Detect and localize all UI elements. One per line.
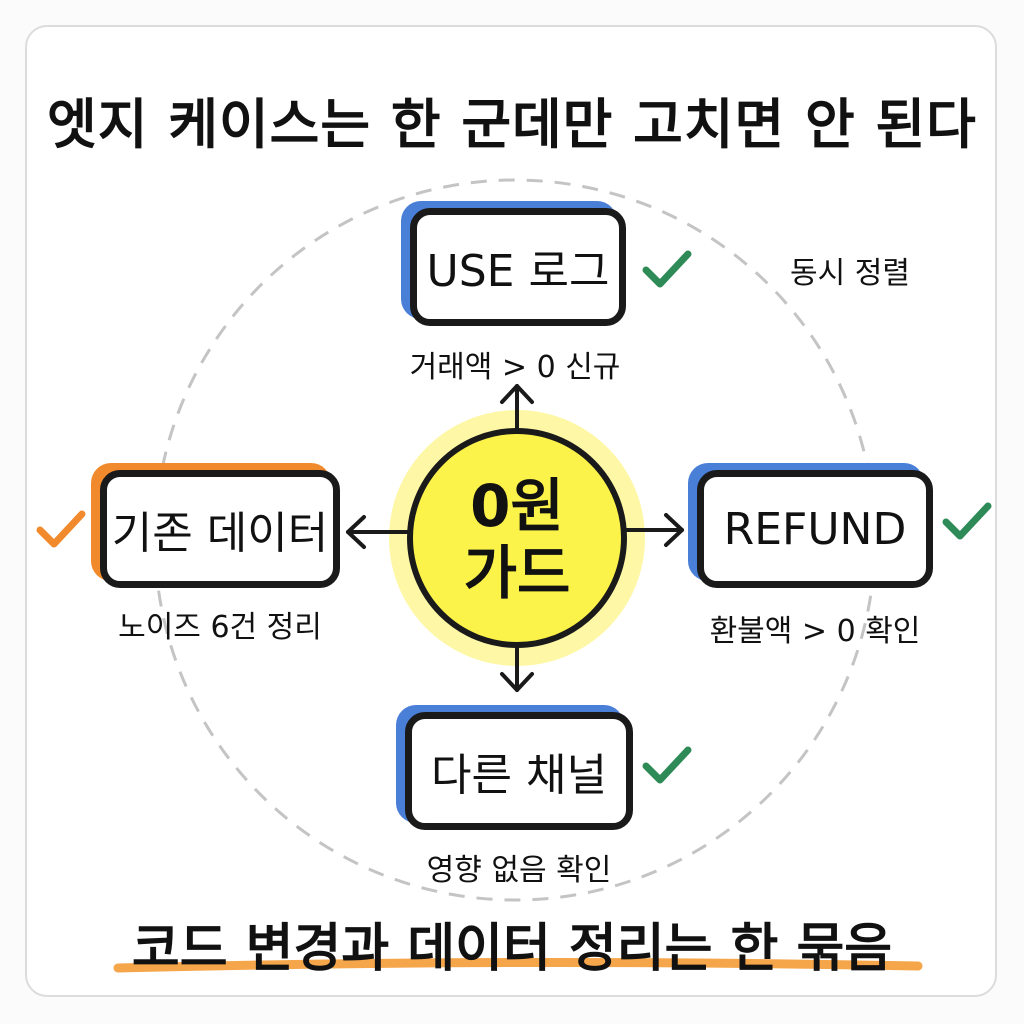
center-line-1: 0원	[470, 472, 564, 541]
node-other-channel-label: 다른 채널	[431, 750, 607, 801]
note-refund: 환불액 > 0 확인	[709, 614, 921, 649]
page-title: 엣지 케이스는 한 군데만 고치면 안 된다	[47, 93, 977, 156]
node-refund: REFUND	[697, 470, 933, 588]
node-other-channel: 다른 채널	[405, 712, 633, 830]
node-use-log-label: USE 로그	[426, 246, 610, 297]
check-icon	[642, 746, 692, 784]
arrow-right	[623, 513, 684, 547]
node-existing-data-label: 기존 데이터	[111, 508, 329, 559]
center-guard-label: 0원 가드	[412, 440, 622, 640]
ring-label: 동시 정렬	[790, 256, 910, 291]
node-use-log: USE 로그	[410, 208, 626, 326]
summary-subtitle: 코드 변경과 데이터 정리는 한 묶음	[131, 919, 893, 979]
note-use-log: 거래액 > 0 신규	[409, 350, 621, 385]
check-icon	[942, 502, 992, 540]
node-refund-label: REFUND	[723, 503, 907, 555]
check-icon	[642, 250, 692, 288]
note-existing-data: 노이즈 6건 정리	[118, 610, 322, 645]
node-existing-data: 기존 데이터	[100, 470, 340, 588]
arrow-left	[346, 515, 412, 549]
arrow-up	[500, 384, 534, 432]
center-line-2: 가드	[463, 539, 571, 607]
check-icon	[36, 510, 86, 548]
arrow-down	[500, 644, 534, 692]
note-other-channel: 영향 없음 확인	[426, 853, 612, 888]
subtitle-underline	[113, 957, 923, 973]
